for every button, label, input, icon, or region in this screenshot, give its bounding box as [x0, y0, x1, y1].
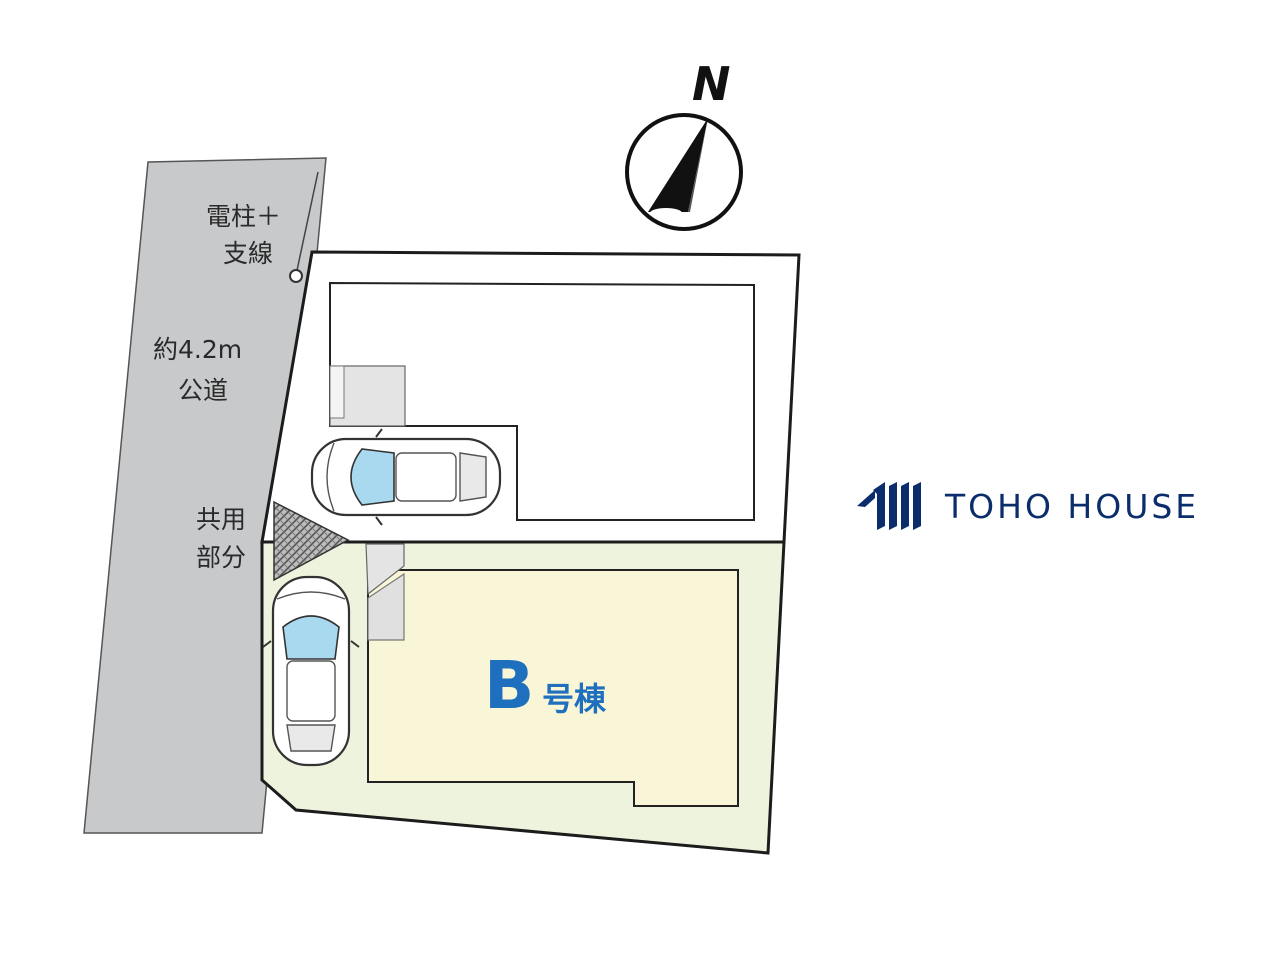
road-type-label: 公道: [178, 376, 228, 405]
brand-name: TOHO HOUSE: [945, 486, 1200, 526]
entrance-b: [365, 543, 405, 596]
guy-wire-label: 支線: [223, 239, 273, 268]
north-label: N: [692, 57, 731, 111]
toho-house-stripes-icon: [857, 482, 921, 530]
guy-wire: [295, 171, 319, 276]
building-b-footprint: [367, 569, 739, 807]
unit-b-letter: B: [484, 647, 534, 724]
utility-pole-label: 電柱＋: [206, 202, 281, 231]
shared-area-label-line1: 共用: [196, 505, 246, 534]
toho-house-logo: TOHO HOUSE: [855, 478, 1199, 534]
unit-b-suffix: 号棟: [542, 680, 607, 718]
car-parking-lot-a: [310, 427, 502, 527]
utility-pole-marker: [289, 269, 303, 283]
north-compass-icon: [625, 113, 743, 231]
shared-area-label-line2: 部分: [196, 543, 246, 572]
car-parking-lot-b: [261, 575, 361, 767]
road-width-label: 約4.2m: [153, 335, 242, 364]
shared-area: [273, 500, 350, 582]
